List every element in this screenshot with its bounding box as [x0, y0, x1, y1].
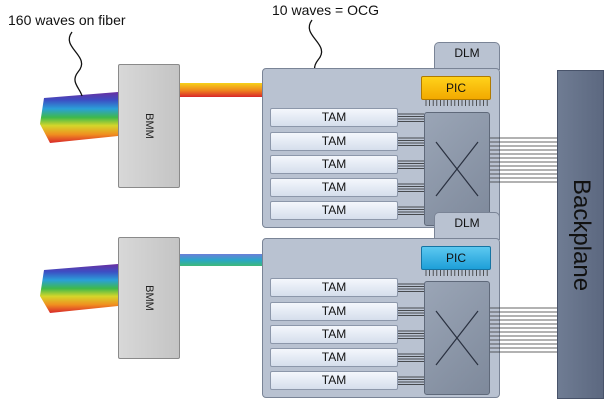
- pointer-fiber: [68, 31, 83, 97]
- tam-top-5: TAM: [270, 201, 398, 220]
- tam-bottom-1: TAM: [270, 278, 398, 297]
- bmm-bottom: BMM: [118, 237, 180, 359]
- fiber-bundle-bottom: [40, 264, 118, 313]
- tam-bottom-3: TAM: [270, 325, 398, 344]
- tam-top-2: TAM: [270, 132, 398, 151]
- fiber-waves-label: 160 waves on fiber: [8, 12, 126, 28]
- pic-top: PIC: [421, 76, 491, 100]
- switch-cross-bottom: [435, 310, 479, 366]
- dlm-tab-bottom: DLM: [434, 212, 500, 240]
- tam-top-1: TAM: [270, 108, 398, 127]
- bmm-top: BMM: [118, 64, 180, 188]
- fiber-bundle-top: [40, 92, 118, 143]
- switch-cross-top: [435, 141, 479, 197]
- tam-top-3: TAM: [270, 155, 398, 174]
- ocg-label: 10 waves = OCG: [272, 2, 379, 18]
- tam-top-4: TAM: [270, 178, 398, 197]
- tam-bottom-2: TAM: [270, 302, 398, 321]
- pic-bottom: PIC: [421, 246, 491, 270]
- tam-bottom-4: TAM: [270, 348, 398, 367]
- backplane: Backplane: [557, 70, 604, 399]
- tam-bottom-5: TAM: [270, 371, 398, 390]
- dlm-tab-top: DLM: [434, 42, 500, 70]
